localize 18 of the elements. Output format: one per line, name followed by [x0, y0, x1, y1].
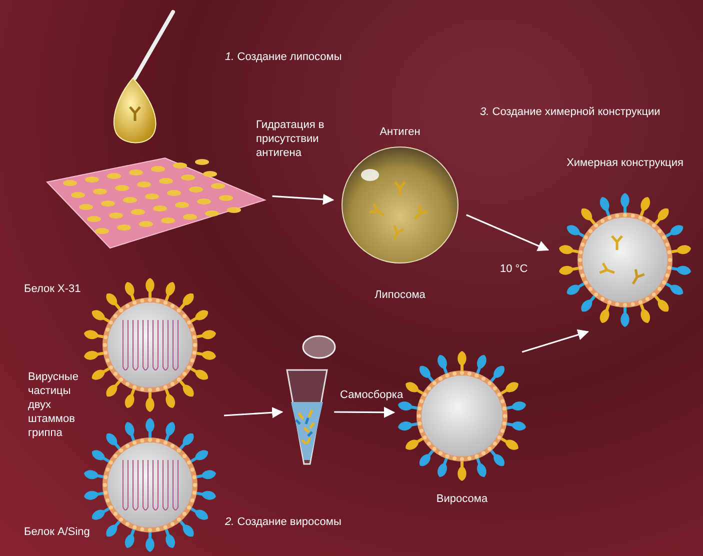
arrow: [334, 406, 396, 418]
arrow: [272, 194, 334, 205]
step-title: 2. Создание виросомы: [225, 515, 342, 529]
node-label: Липосома: [374, 288, 426, 302]
step-title: 1. Создание липосомы: [225, 50, 343, 64]
step-title: 3. Создание химерной конструкции: [480, 105, 662, 119]
arrow: [466, 214, 550, 252]
node-label: Химерная конструкция: [566, 156, 684, 170]
node-label: Белок A/Sing: [24, 525, 90, 539]
arrow: [224, 407, 284, 418]
node-label: Белок X-31: [24, 282, 81, 296]
arrow: [522, 329, 590, 353]
node-label: Виросома: [435, 492, 489, 506]
edge-label: Самосборка: [340, 388, 404, 402]
edge-label: Гидратация в присутствии антигена: [256, 118, 326, 160]
edge-label: 10 °C: [500, 262, 529, 276]
beside-label: Антиген: [378, 125, 422, 139]
caption-text: Вирусные частицы двух штаммов гриппа: [28, 370, 80, 440]
